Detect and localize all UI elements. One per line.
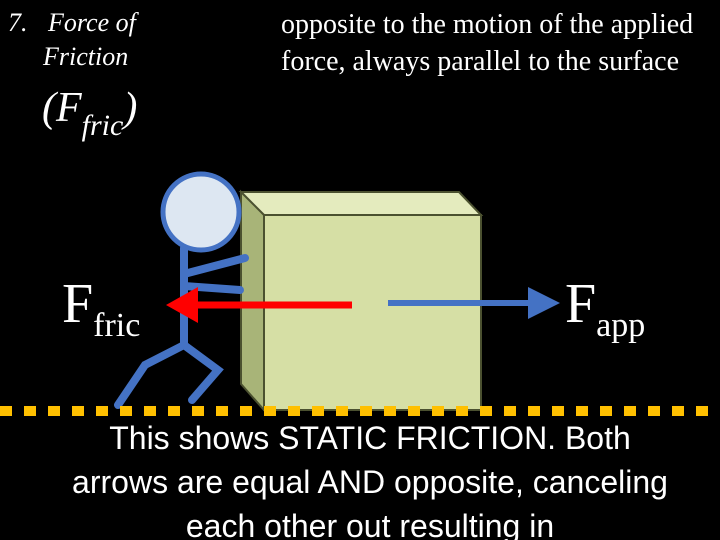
caption-text: This shows STATIC FRICTION. Both arrows … [72,420,668,540]
applied-arrow-head [528,287,560,319]
figure-upper-arm [180,254,249,278]
label-app-main: F [565,273,597,335]
label-fric-sub: fric [93,307,141,344]
friction-arrow-head [166,287,198,323]
symbol-main: (F [42,85,82,131]
label-app-sub: app [596,307,646,344]
label-fric-main: F [62,273,94,335]
heading-line-1: Force of [48,8,136,37]
box-top-face [238,191,484,216]
figure-front-leg [180,341,224,404]
friction-symbol: (Ffric) [42,84,137,143]
box-front-face [263,214,482,411]
figure-head [160,171,242,253]
figure-back-leg [114,341,188,409]
symbol-subscript: fric [81,109,124,142]
label-f-app: Fapp [565,272,645,345]
heading-line-2: Friction [43,42,129,71]
box-side-face [240,189,265,413]
figure-lower-arm [180,282,244,294]
label-f-fric: Ffric [62,272,140,345]
description-text: opposite to the motion of the applied fo… [281,9,694,77]
list-number: 7. [8,8,28,37]
symbol-close: ) [123,85,138,131]
